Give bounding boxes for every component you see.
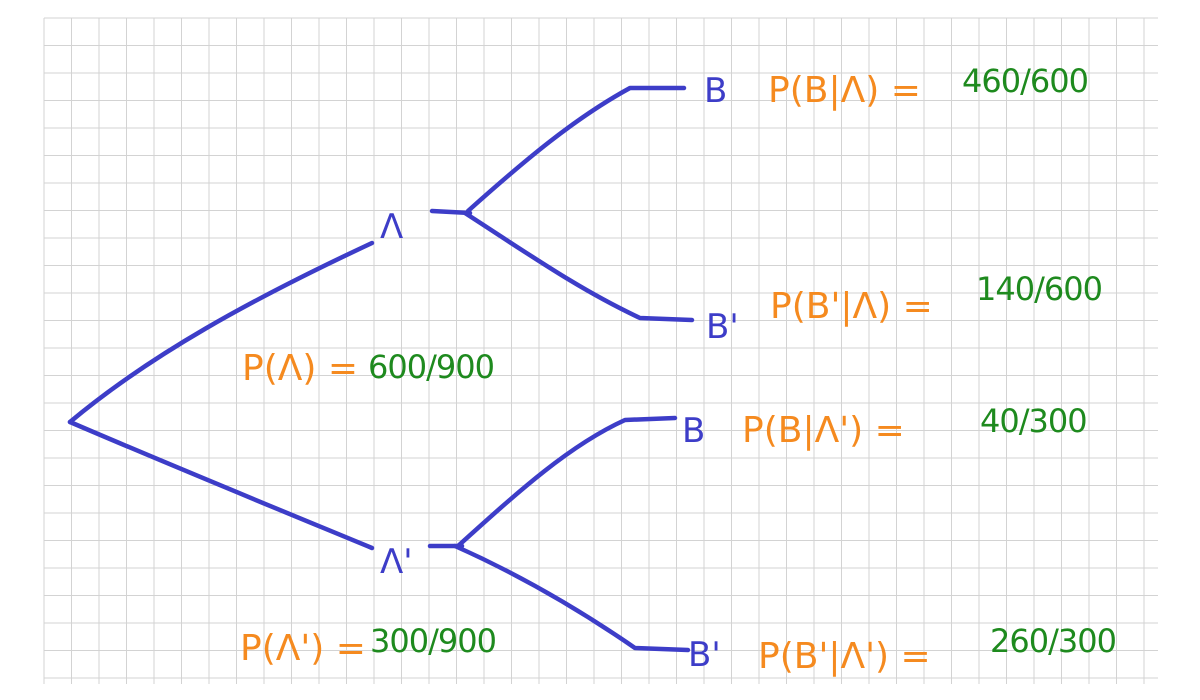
node-b-bottom: B	[682, 411, 705, 451]
node-b-prime-bottom: B'	[688, 635, 721, 675]
p-a-label: P(Λ) =	[242, 348, 358, 389]
p-bprime-given-aprime-label: P(B'|Λ') =	[758, 636, 931, 677]
p-b-given-aprime-value: 40/300	[980, 402, 1087, 440]
p-b-given-a-label: P(B|Λ) =	[768, 70, 921, 111]
branch-a-prime-to-b-prime	[452, 543, 691, 653]
p-a-value: 600/900	[368, 348, 494, 386]
p-b-given-aprime-label: P(B|Λ') =	[742, 410, 905, 451]
p-bprime-given-aprime-value: 260/300	[990, 622, 1116, 660]
branch-root-to-a-prime	[67, 419, 375, 551]
node-a-prime: Λ'	[380, 542, 413, 582]
tree-branches	[67, 85, 695, 653]
p-a-prime-value: 300/900	[370, 622, 496, 660]
branch-a-to-b	[465, 85, 687, 214]
branch-root-to-a	[67, 240, 375, 425]
graph-paper-grid	[43, 17, 1158, 684]
p-a-prime-label: P(Λ') =	[240, 628, 366, 669]
node-b-prime-top: B'	[706, 307, 739, 347]
node-a: Λ	[380, 207, 403, 247]
node-b-top: B	[704, 71, 727, 111]
branch-a-to-b-prime	[462, 210, 695, 323]
p-b-given-a-value: 460/600	[962, 62, 1088, 100]
branch-a-prime-to-b	[455, 415, 678, 549]
p-bprime-given-a-value: 140/600	[976, 270, 1102, 308]
p-bprime-given-a-label: P(B'|Λ) =	[770, 286, 933, 327]
